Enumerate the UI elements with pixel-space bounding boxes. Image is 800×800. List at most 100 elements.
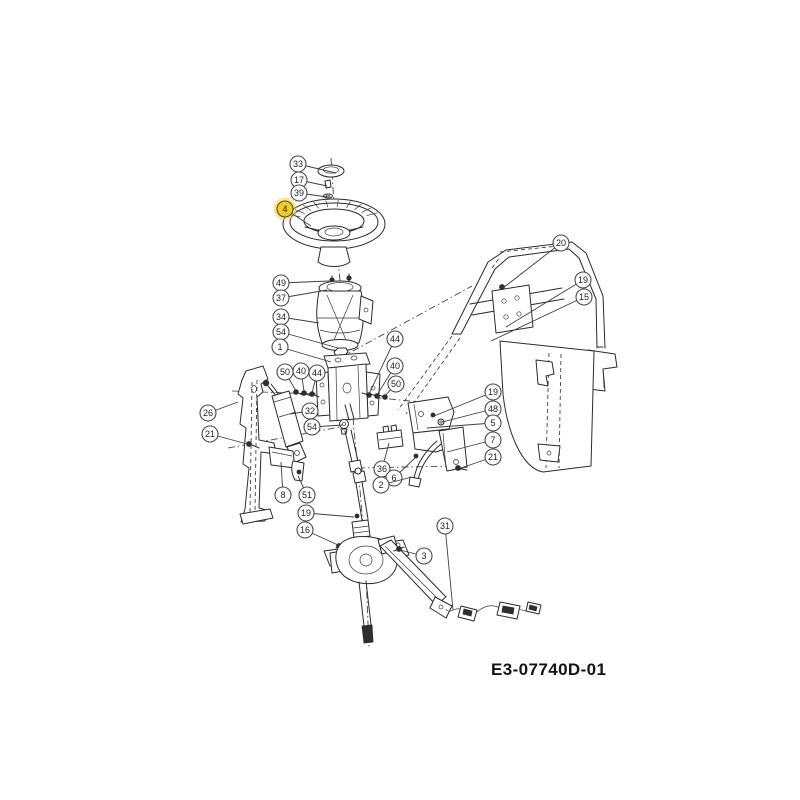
callout-circle <box>271 338 289 356</box>
callout-balloon-2[interactable]: 2 <box>372 476 413 494</box>
wiring-harness <box>445 601 542 622</box>
cap-bolt <box>324 179 332 189</box>
callout-balloon-34[interactable]: 34 <box>272 308 320 326</box>
callout-balloon-21[interactable]: 21 <box>460 448 502 469</box>
callout-balloon-15[interactable]: 15 <box>490 288 593 342</box>
bolt-6 <box>413 453 419 459</box>
washer-48 <box>437 418 445 426</box>
callout-number: 33 <box>293 159 303 169</box>
callout-balloon-19[interactable]: 19 <box>433 383 502 417</box>
callout-number: 21 <box>488 452 498 462</box>
callout-balloon-36[interactable]: 36 <box>373 442 391 478</box>
callout-balloon-37[interactable]: 37 <box>272 289 328 307</box>
callout-balloon-51[interactable]: 51 <box>297 475 316 504</box>
callout-balloon-8[interactable]: 8 <box>274 461 292 504</box>
callout-number: 16 <box>300 525 310 535</box>
panel-7 <box>438 426 468 472</box>
callout-number: 3 <box>421 551 426 561</box>
callout-leader-line <box>502 242 562 289</box>
bolt-21-right <box>455 465 468 471</box>
callout-number: 50 <box>280 367 290 377</box>
callout-circle <box>415 547 433 565</box>
callout-balloon-3[interactable]: 3 <box>399 547 433 565</box>
callout-circle <box>276 200 294 218</box>
steering-damper <box>262 379 307 464</box>
callout-balloon-54[interactable]: 54 <box>303 418 344 436</box>
callout-number: 51 <box>302 490 312 500</box>
callout-balloon-44[interactable]: 44 <box>368 330 404 395</box>
callout-leader-line <box>505 279 584 328</box>
callout-balloon-6[interactable]: 6 <box>385 456 417 487</box>
callout-balloon-19[interactable]: 19 <box>297 504 355 522</box>
callout-number: 32 <box>305 406 315 416</box>
callout-circle <box>436 517 454 535</box>
callout-circle <box>552 234 570 252</box>
callout-circle <box>297 504 315 522</box>
steering-wheel <box>282 198 386 267</box>
callout-balloon-19[interactable]: 19 <box>505 271 592 328</box>
callout-number: 34 <box>276 312 286 322</box>
callout-balloon-39[interactable]: 39 <box>290 184 328 202</box>
callout-number: 17 <box>294 175 304 185</box>
part-number-label: E3-07740D-01 <box>491 660 607 679</box>
callout-leader-line <box>433 391 494 417</box>
callout-balloon-17[interactable]: 17 <box>290 171 328 189</box>
callout-circle <box>575 288 593 306</box>
callout-balloon-4[interactable]: 4 <box>273 197 312 227</box>
callout-balloon-1[interactable]: 1 <box>271 338 332 363</box>
callout-number: 4 <box>282 204 287 214</box>
callout-circle <box>303 418 321 436</box>
bracket-fasteners-right <box>361 392 388 400</box>
callout-balloon-5[interactable]: 5 <box>426 414 502 432</box>
callout-number: 39 <box>294 188 304 198</box>
callout-number: 2 <box>378 480 383 490</box>
callout-circle <box>201 425 219 443</box>
callout-balloon-31[interactable]: 31 <box>436 517 454 611</box>
callout-number: 19 <box>301 508 311 518</box>
callout-number: 36 <box>377 464 387 474</box>
callout-circle <box>484 414 502 432</box>
callout-leader-line <box>444 525 454 611</box>
callout-balloon-49[interactable]: 49 <box>272 274 330 292</box>
callout-circle <box>574 271 592 289</box>
callout-circle <box>272 289 290 307</box>
callout-number: 5 <box>490 418 495 428</box>
lever-2 <box>408 440 442 488</box>
callout-balloon-20[interactable]: 20 <box>502 234 570 289</box>
callout-number: 37 <box>276 293 286 303</box>
callout-balloon-44[interactable]: 44 <box>308 364 326 394</box>
callout-number: 19 <box>578 275 588 285</box>
bracket-fasteners-left <box>293 389 320 398</box>
callout-balloon-16[interactable]: 16 <box>296 521 339 546</box>
callout-balloon-48[interactable]: 48 <box>441 400 502 423</box>
dash-support-frame <box>397 241 618 415</box>
callout-balloon-40[interactable]: 40 <box>376 357 404 396</box>
steering-gear-assembly <box>323 513 453 644</box>
callout-number: 7 <box>490 435 495 445</box>
callout-circle <box>484 431 502 449</box>
callout-circle <box>387 375 405 393</box>
steering-wheel-cap <box>317 164 345 178</box>
steering-column-boot <box>316 273 374 357</box>
callout-balloon-26[interactable]: 26 <box>199 401 239 422</box>
callout-number: 40 <box>296 366 306 376</box>
callout-circle <box>484 383 502 401</box>
callout-balloon-50[interactable]: 50 <box>384 375 405 397</box>
left-frame-bracket <box>237 365 277 525</box>
callout-number: 49 <box>276 278 286 288</box>
steering-shaft <box>339 403 369 521</box>
callout-circle <box>298 486 316 504</box>
callout-circle <box>386 357 404 375</box>
cap-washer <box>323 193 333 199</box>
callout-number: 8 <box>280 490 285 500</box>
damper-bracket <box>268 446 305 482</box>
callout-number: 44 <box>312 368 322 378</box>
pivot-bracket-assembly <box>376 396 468 488</box>
callout-balloon-33[interactable]: 33 <box>289 155 337 174</box>
callout-balloon-40[interactable]: 40 <box>292 362 310 392</box>
side-panel <box>499 340 595 473</box>
callout-balloon-21[interactable]: 21 <box>201 425 252 446</box>
callout-balloon-7[interactable]: 7 <box>446 431 502 453</box>
